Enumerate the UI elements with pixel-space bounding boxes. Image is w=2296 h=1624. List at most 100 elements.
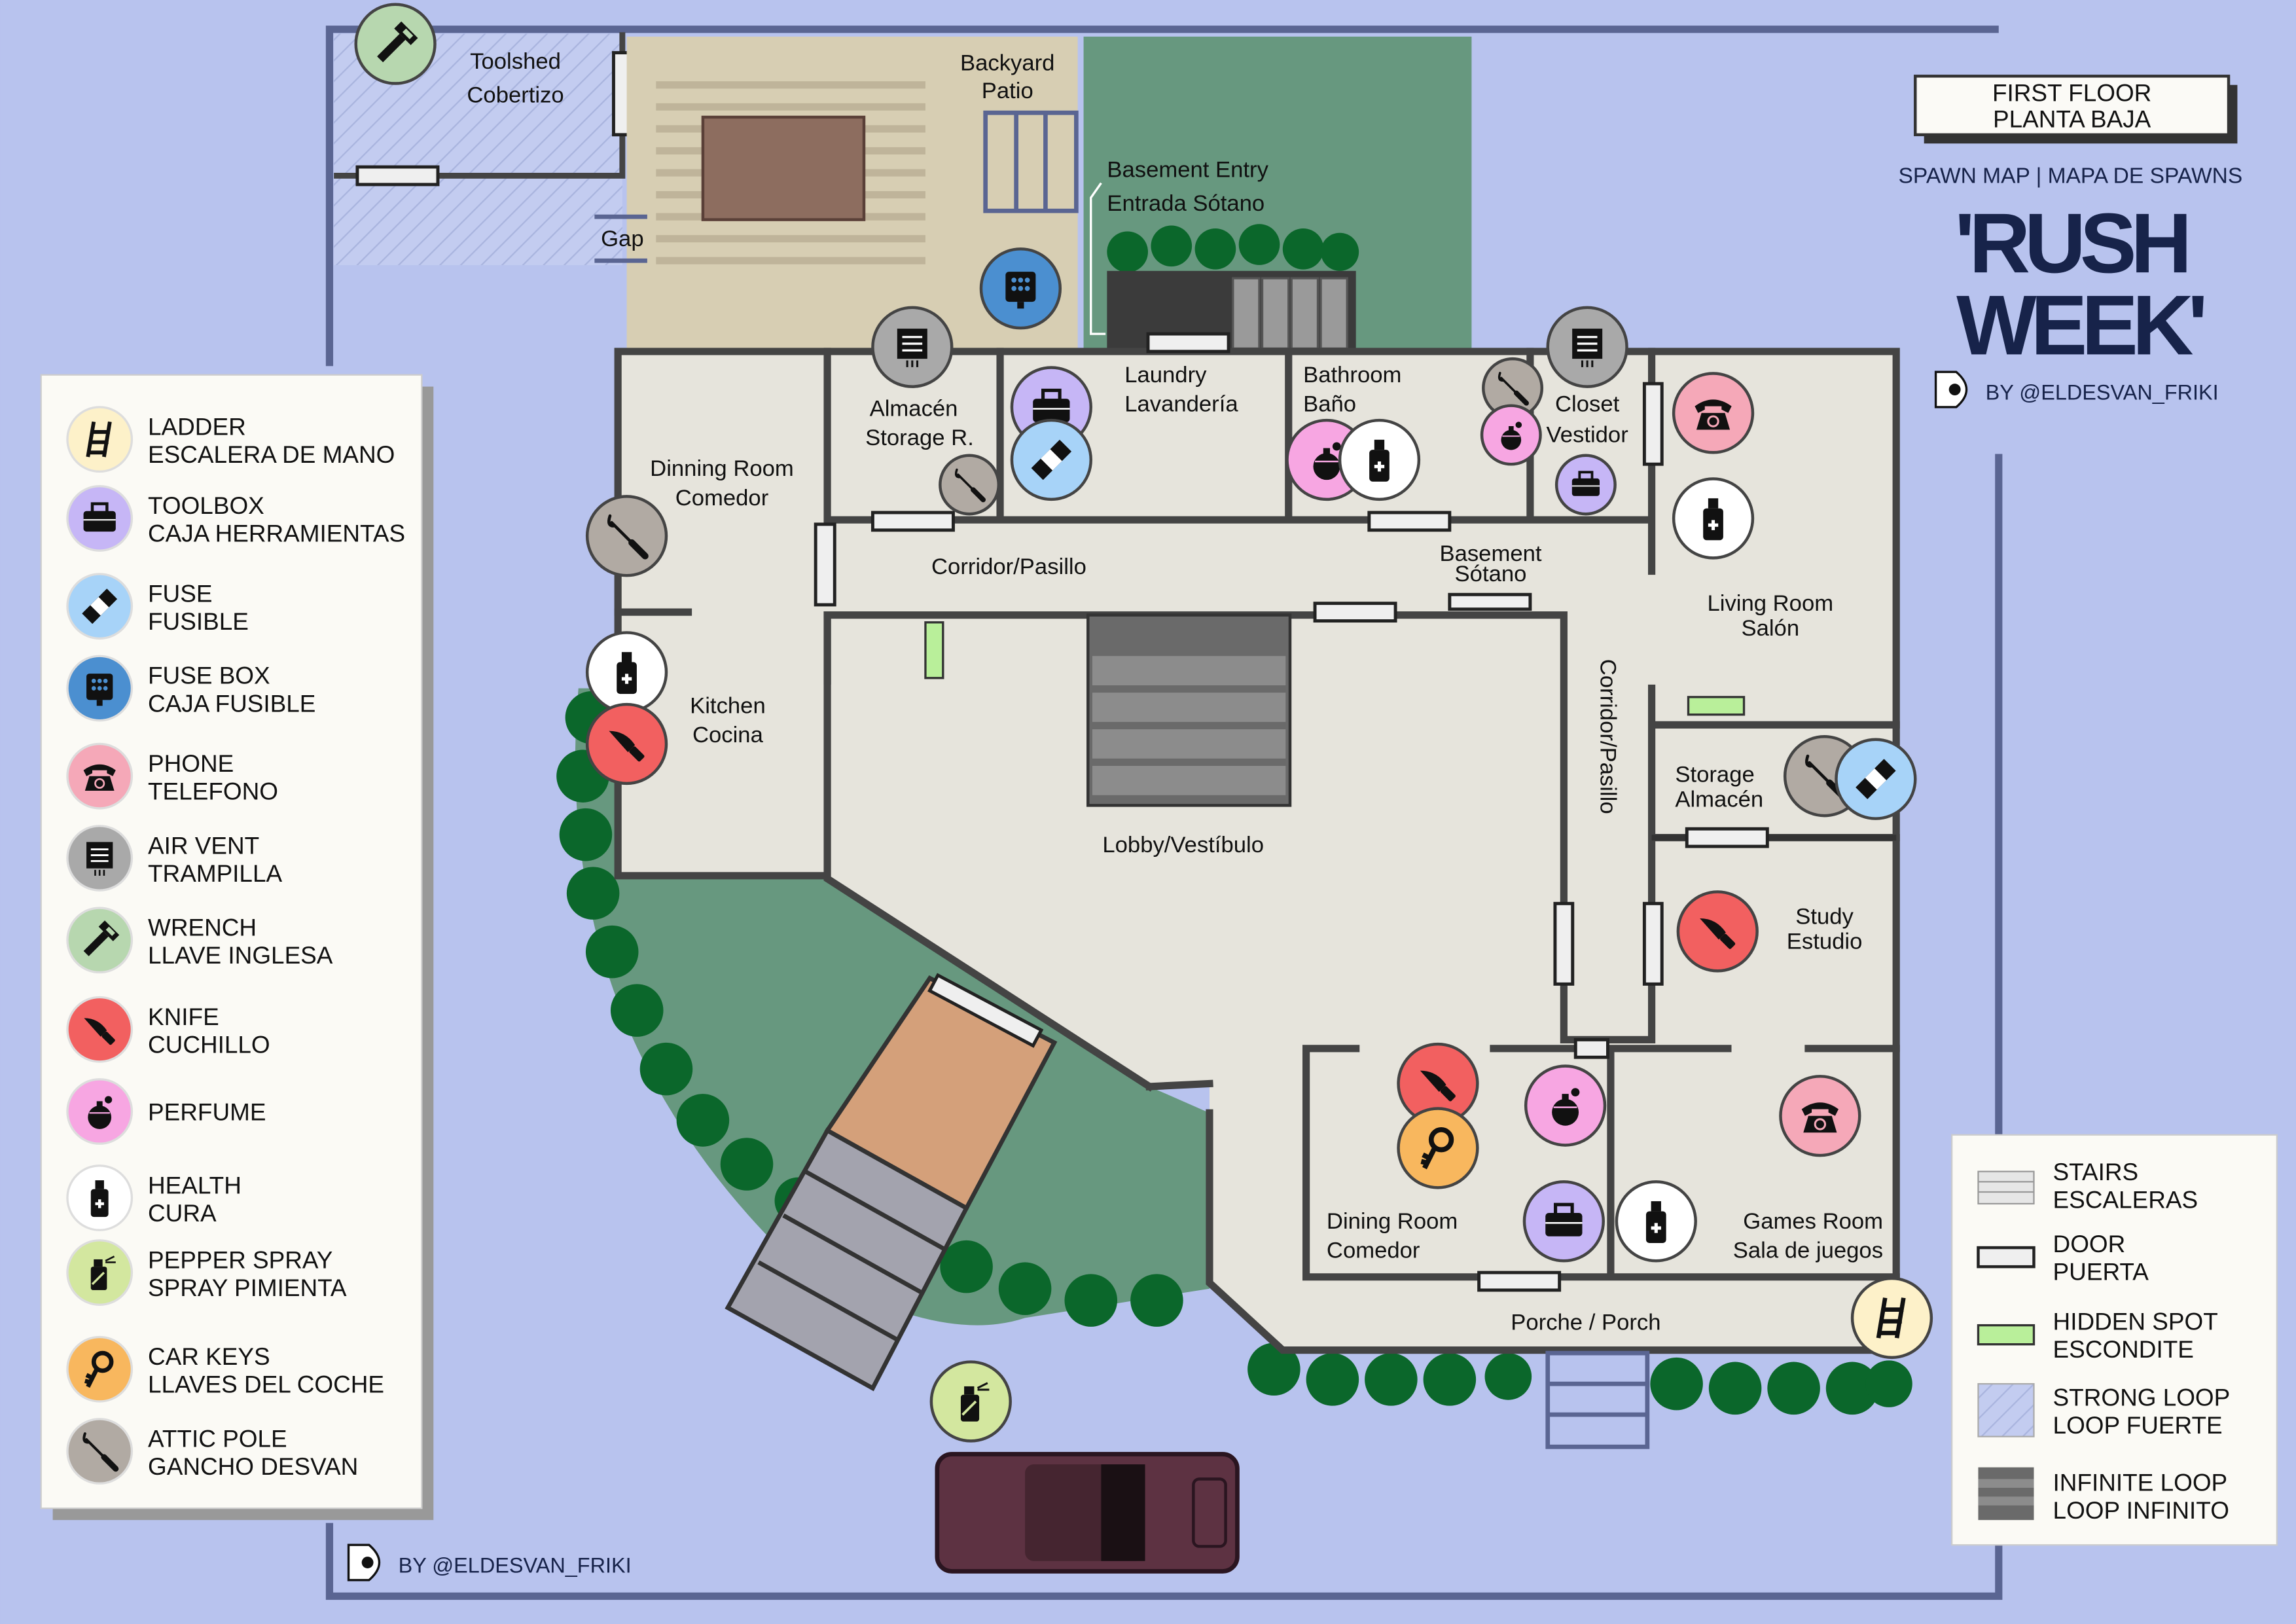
attic-pole-spawn[interactable]: [585, 495, 668, 577]
spawn-markers: [354, 3, 1933, 1443]
attic-pole-spawn[interactable]: [939, 454, 1001, 516]
perfume-spawn[interactable]: [1524, 1064, 1607, 1147]
room-label-dinning-room-es: Comedor: [675, 486, 769, 511]
basement-entry: [1083, 36, 1472, 350]
author-logo-icon: [1934, 370, 1968, 408]
basement-door[interactable]: [1448, 592, 1532, 611]
room-label-kitchen-es: Cocina: [692, 723, 764, 748]
label-gap: Gap: [601, 226, 644, 251]
room-label-basement: Basement: [1439, 541, 1541, 566]
knife-spawn[interactable]: [585, 702, 668, 785]
legend-label: WRENCH: [148, 914, 257, 941]
car-keys-spawn[interactable]: [1397, 1107, 1479, 1189]
fuse-spawn[interactable]: [1835, 738, 1917, 820]
hedge: [556, 691, 1912, 1415]
room-label-dinning-room: Dinning Room: [650, 456, 794, 481]
door[interactable]: [1685, 827, 1769, 848]
legend-label: PHONE: [148, 750, 234, 777]
legend-label: TRAMPILLA: [148, 860, 282, 887]
legend-infinite-es: LOOP INFINITO: [2053, 1497, 2229, 1524]
door[interactable]: [927, 973, 1044, 1048]
room-label-storage-es: Almacén: [1675, 787, 1763, 812]
phone-spawn[interactable]: [1672, 372, 1755, 454]
toolbox-spawn[interactable]: [1554, 454, 1617, 516]
fusebox-spawn[interactable]: [979, 247, 1062, 330]
legend-label: GANCHO DESVAN: [148, 1453, 358, 1480]
door[interactable]: [1642, 901, 1664, 986]
health-spawn[interactable]: [1338, 418, 1421, 501]
door[interactable]: [1553, 901, 1575, 986]
vent-spawn[interactable]: [1546, 306, 1628, 388]
legend-item-perfume: PERFUME: [66, 1078, 266, 1145]
porch-steps: [1545, 1350, 1650, 1449]
room-label-basement-entry-es: Entrada Sótano: [1107, 191, 1265, 216]
floor-title-en: FIRST FLOOR: [1992, 79, 2151, 106]
room-label-storage-r-es: Storage R.: [865, 425, 974, 450]
room-label-living-room-es: Salón: [1741, 616, 1799, 641]
door[interactable]: [355, 165, 440, 187]
legend-label: KNIFE: [148, 1003, 219, 1030]
perfume-spawn[interactable]: [1480, 404, 1542, 466]
map-legend: STAIRS ESCALERAS DOOR PUERTA HIDDEN SPOT…: [1951, 1134, 2278, 1546]
door[interactable]: [1313, 602, 1397, 623]
title-line-1: 'RUSH: [1955, 196, 2187, 291]
legend-label: LLAVE INGLESA: [148, 942, 333, 969]
legend-door-es: PUERTA: [2053, 1258, 2149, 1285]
toolbox-spawn[interactable]: [1522, 1180, 1605, 1263]
pepper-spray-spawn[interactable]: [929, 1360, 1012, 1443]
room-label-laundry-es: Lavandería: [1124, 392, 1238, 417]
door[interactable]: [870, 511, 955, 532]
health-spawn[interactable]: [1615, 1180, 1697, 1263]
door[interactable]: [1573, 1038, 1609, 1059]
health-spawn[interactable]: [1672, 477, 1755, 560]
door[interactable]: [814, 522, 836, 607]
room-label-corridor: Corridor/Pasillo: [931, 554, 1086, 579]
legend-label: HEALTH: [148, 1172, 242, 1199]
room-label-games-room-es: Sala de juegos: [1733, 1238, 1883, 1263]
fuse-spawn[interactable]: [1010, 418, 1092, 501]
room-label-toolshed: Toolshed: [470, 49, 561, 74]
title-line-2: WEEK': [1956, 278, 2204, 372]
legend-label: TOOLBOX: [148, 492, 264, 519]
legend-label: TELEFONO: [148, 778, 278, 804]
phone-spawn[interactable]: [1779, 1075, 1861, 1157]
legend-label: CAJA FUSIBLE: [148, 690, 315, 717]
vent-spawn[interactable]: [871, 306, 954, 388]
legend-strong-es: LOOP FUERTE: [2053, 1412, 2223, 1439]
room-label-storage-r: Almacén: [870, 396, 958, 421]
room-label-basement-es: Sótano: [1455, 562, 1527, 586]
health-spawn[interactable]: [585, 631, 668, 713]
room-label-corridor-vertical: Corridor/Pasillo: [1595, 659, 1620, 814]
door[interactable]: [1642, 382, 1664, 466]
car: [935, 1452, 1240, 1574]
room-label-dining-room-es: Comedor: [1327, 1238, 1420, 1263]
room-label-toolshed-es: Cobertizo: [467, 83, 564, 108]
infinite-loop-swatch: [1978, 1467, 2034, 1521]
author-logo-icon: [347, 1543, 380, 1581]
footer-credit: BY @ELDESVAN_FRIKI: [399, 1554, 632, 1578]
legend-label: FUSIBLE: [148, 608, 249, 635]
legend-label: CURA: [148, 1200, 217, 1227]
legend-label: AIR VENT: [148, 832, 259, 859]
stairs-swatch: [1977, 1170, 2035, 1205]
legend-label: LADDER: [148, 413, 246, 440]
floor-title-es: PLANTA BAJA: [1993, 106, 2151, 133]
ladder-spawn[interactable]: [1850, 1276, 1933, 1360]
door[interactable]: [1477, 1271, 1562, 1292]
room-label-patio-es: Patio: [982, 79, 1033, 103]
room-label-study-es: Estudio: [1787, 929, 1863, 954]
door[interactable]: [1146, 332, 1230, 353]
knife-spawn[interactable]: [1676, 890, 1759, 973]
doors: [814, 332, 1769, 1292]
legend-label: PERFUME: [148, 1098, 266, 1125]
garden: [556, 688, 1912, 1415]
wrench-spawn[interactable]: [354, 3, 437, 85]
door[interactable]: [1367, 511, 1452, 532]
legend-label: LLAVES DEL COCHE: [148, 1371, 384, 1398]
